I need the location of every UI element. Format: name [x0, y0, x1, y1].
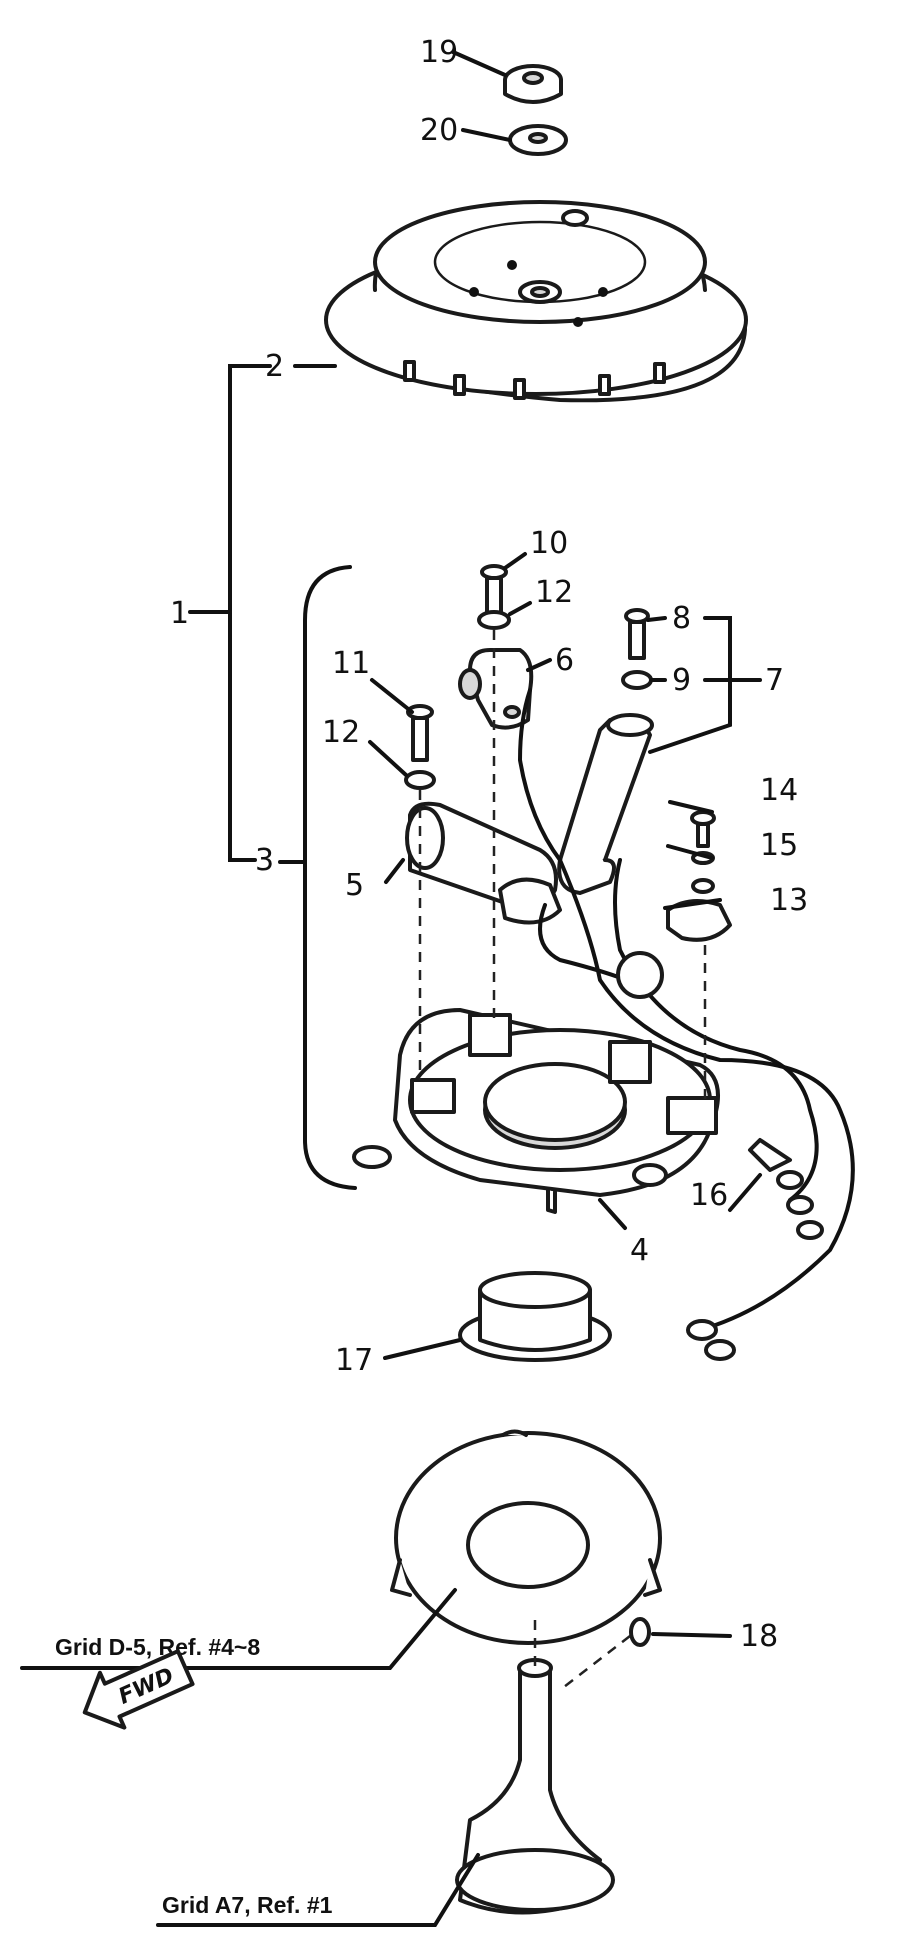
- part-11-screw: [406, 704, 434, 762]
- part-17-bushing: [458, 1271, 612, 1362]
- callout-19: 19: [420, 35, 458, 70]
- callout-18: 18: [740, 1619, 778, 1654]
- part-2-flywheel: [324, 200, 748, 403]
- part-16-wire-harness: [517, 688, 855, 1361]
- part-12-washer-lower: [404, 770, 436, 790]
- callout-1: 1: [170, 596, 189, 631]
- callout-5: 5: [345, 868, 364, 903]
- callout-7: 7: [765, 663, 784, 698]
- callout-11: 11: [332, 646, 370, 681]
- part-19-nut: [503, 64, 563, 104]
- callout-16: 16: [690, 1178, 728, 1213]
- callout-4: 4: [630, 1233, 649, 1268]
- callout-10: 10: [530, 526, 568, 561]
- part-14-screw: [690, 810, 716, 848]
- callout-12-lower: 12: [322, 715, 360, 750]
- part-12-washer-upper: [477, 610, 511, 630]
- assembly-lines: [418, 630, 707, 1691]
- callout-15: 15: [760, 828, 798, 863]
- grid-ref-d5: Grid D-5, Ref. #4~8: [55, 1634, 260, 1660]
- callout-17: 17: [335, 1343, 373, 1378]
- mounting-plate: [390, 1429, 662, 1645]
- part-9-washer: [621, 670, 653, 690]
- part-5-ignition-coil: [405, 801, 562, 925]
- part-20-washer: [508, 124, 568, 156]
- callout-2: 2: [265, 349, 284, 384]
- part-18-key: [629, 1617, 651, 1647]
- callout-lines: [20, 50, 762, 1927]
- part-13-clamp: [666, 878, 732, 942]
- callout-8: 8: [672, 601, 691, 636]
- callout-20: 20: [420, 113, 458, 148]
- callout-3: 3: [255, 843, 274, 878]
- callout-14: 14: [760, 773, 798, 808]
- part-10-screw: [480, 564, 508, 616]
- callout-9: 9: [672, 663, 691, 698]
- part-6-coil: [458, 648, 534, 730]
- part-8-screw: [624, 608, 650, 660]
- callout-12-upper: 12: [535, 575, 573, 610]
- part-7-charge-coil: [557, 713, 654, 895]
- callout-13: 13: [770, 883, 808, 918]
- part-4-stator-base: [352, 1008, 720, 1214]
- grid-ref-a7: Grid A7, Ref. #1: [162, 1892, 333, 1918]
- crankshaft: [455, 1658, 615, 1915]
- callout-6: 6: [555, 643, 574, 678]
- callout-numbers: 19 20 2 1 3 10 12 11 6 8 9 7 12 14 15 13…: [170, 35, 808, 1654]
